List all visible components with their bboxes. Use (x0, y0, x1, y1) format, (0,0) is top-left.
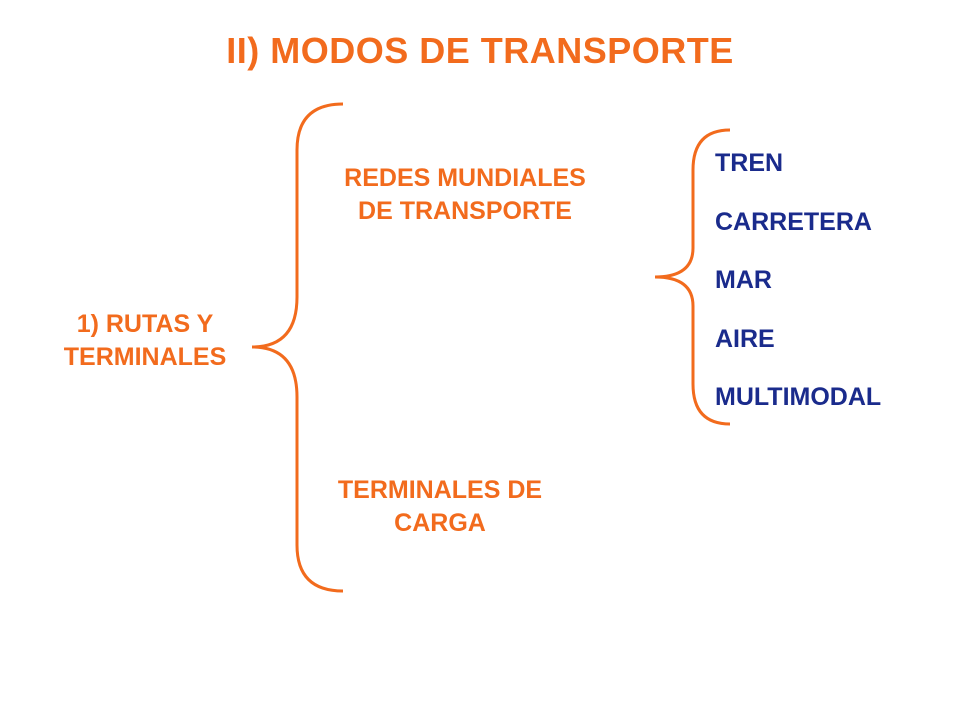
branch-terminales-line1: TERMINALES DE (337, 476, 543, 504)
root-node-line2: TERMINALES (63, 343, 227, 371)
root-node: 1) RUTAS Y TERMINALES (30, 308, 260, 374)
mode-item-aire: AIRE (715, 324, 775, 353)
branch-redes-line2: DE TRANSPORTE (358, 197, 572, 225)
root-node-line1: 1) RUTAS Y (76, 310, 214, 338)
modes-list: TREN CARRETERA MAR AIRE MULTIMODAL (715, 148, 881, 441)
slide-title: II) MODOS DE TRANSPORTE (226, 30, 734, 71)
mode-item-mar: MAR (715, 266, 772, 294)
mode-item-carretera: CARRETERA (715, 207, 872, 236)
branch-redes-line1: REDES MUNDIALES (344, 164, 586, 192)
mode-item-multimodal: MULTIMODAL (715, 383, 882, 411)
mode-item-tren: TREN (715, 149, 784, 177)
branch-terminales-line2: CARGA (394, 509, 486, 537)
modes-brace (654, 128, 731, 426)
main-brace (251, 102, 344, 593)
branch-node-redes: REDES MUNDIALES DE TRANSPORTE (300, 162, 630, 228)
branch-node-terminales: TERMINALES DE CARGA (290, 474, 590, 540)
